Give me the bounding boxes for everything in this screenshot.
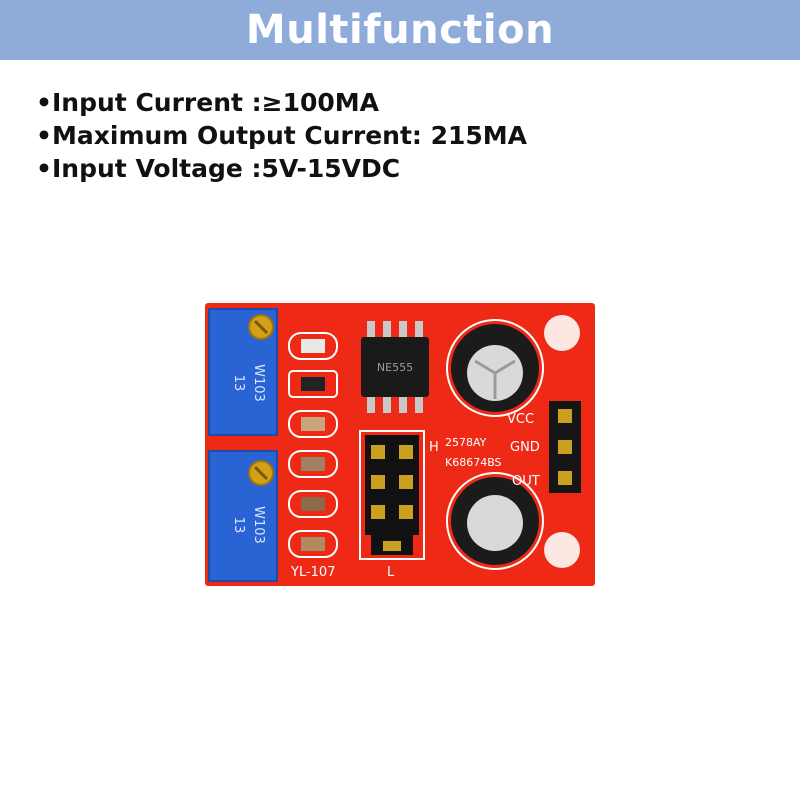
pin-label-vcc: VCC (507, 412, 534, 427)
silkscreen-code-2: K68674BS (445, 456, 502, 469)
bullet-icon: • (36, 154, 52, 183)
silkscreen-l: L (387, 565, 395, 580)
spec-text: Input Current :≥100MA (52, 88, 380, 117)
smd-component-column (288, 332, 338, 558)
pcb-module-photo: W103 13 W103 13 NE555 (205, 303, 595, 586)
title-banner: Multifunction (0, 0, 800, 60)
pin-label-gnd: GND (510, 440, 540, 455)
trimpot-label: 13 (231, 517, 246, 534)
trimpot-label: W103 (251, 506, 266, 544)
capacitor-bottom (446, 472, 544, 570)
spec-item-input-current: •Input Current :≥100MA (36, 86, 527, 119)
silkscreen-h: H (429, 440, 439, 455)
bullet-icon: • (36, 121, 52, 150)
output-pin-header (549, 401, 581, 493)
jumper-header (359, 430, 425, 560)
bullet-icon: • (36, 88, 52, 117)
capacitor-top (446, 319, 544, 417)
spec-text: Input Voltage :5V-15VDC (52, 154, 401, 183)
page-title: Multifunction (245, 7, 555, 53)
ic-label: NE555 (377, 361, 413, 374)
spec-item-max-output-current: •Maximum Output Current: 215MA (36, 119, 527, 152)
trimpot-label: W103 (251, 364, 266, 402)
trimpot-label: 13 (231, 375, 246, 392)
silkscreen-code-1: 2578AY (445, 436, 487, 449)
mounting-hole (544, 315, 580, 351)
spec-item-input-voltage: •Input Voltage :5V-15VDC (36, 152, 527, 185)
ic-chip: NE555 (361, 321, 429, 413)
pin-label-out: OUT (512, 474, 540, 489)
spec-text: Maximum Output Current: 215MA (52, 121, 528, 150)
mounting-hole (544, 532, 580, 568)
trimpot-top: W103 13 (208, 308, 278, 436)
trimpot-bottom: W103 13 (208, 450, 278, 582)
silkscreen-model: YL-107 (290, 565, 335, 580)
spec-list: •Input Current :≥100MA •Maximum Output C… (36, 86, 527, 185)
